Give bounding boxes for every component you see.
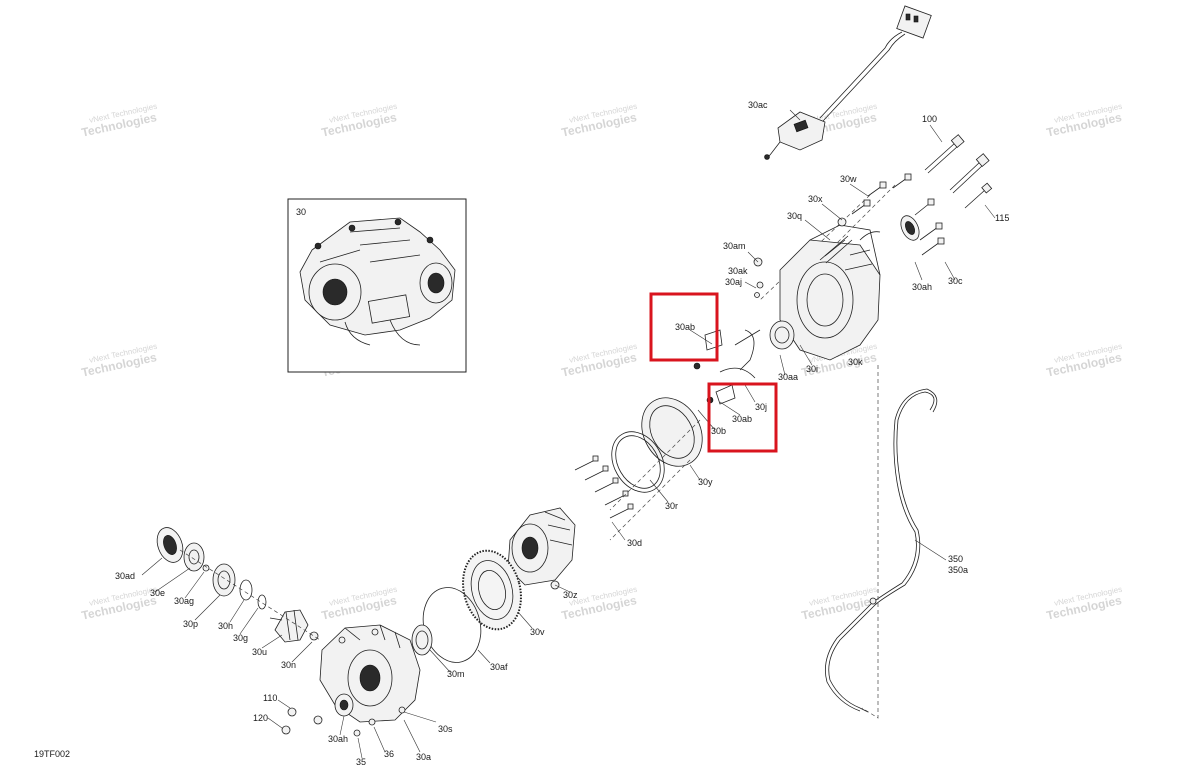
label-30p: 30p (183, 619, 198, 629)
label-30i: 30i (806, 364, 818, 374)
label-30r: 30r (665, 501, 678, 511)
label-30am: 30am (723, 241, 746, 251)
label-30m: 30m (447, 669, 465, 679)
bolts-top-right (759, 134, 993, 301)
leader-lines (141, 109, 996, 759)
label-30af: 30af (490, 662, 508, 672)
watermark: vNext Technologies Technologies (1045, 102, 1123, 140)
label-30u: 30u (252, 647, 267, 657)
label-30a: 30a (416, 752, 431, 762)
reference-line (861, 365, 879, 719)
highlight-boxes (649, 292, 778, 453)
watermark: vNext Technologies Technologies (80, 342, 158, 380)
label-30d: 30d (627, 538, 642, 548)
watermarks: vNext Technologies Technologies vNext Te… (80, 102, 1123, 623)
highlight-box-30ab-upper (649, 292, 719, 362)
label-30q: 30q (787, 211, 802, 221)
label-30n: 30n (281, 660, 296, 670)
watermark: vNext Technologies Technologies (320, 585, 398, 623)
wiring-harness (824, 388, 938, 713)
watermark: vNext Technologies Technologies (800, 585, 878, 623)
label-30g: 30g (233, 633, 248, 643)
highlight-box-30ab-lower (707, 382, 778, 453)
watermark: vNext Technologies Technologies (560, 102, 638, 140)
watermark: vNext Technologies Technologies (1045, 342, 1123, 380)
label-30b: 30b (711, 426, 726, 436)
inset-label: 30 (296, 207, 306, 217)
diagram-code: 19TF002 (34, 749, 70, 759)
label-30ac: 30ac (748, 100, 768, 110)
label-30h: 30h (218, 621, 233, 631)
label-350: 350 (948, 554, 963, 564)
label-30k: 30k (848, 357, 863, 367)
watermark: vNext Technologies Technologies (80, 585, 158, 623)
label-30ah-bottom: 30ah (328, 734, 348, 744)
differential-case (507, 507, 576, 590)
label-30j: 30j (755, 402, 767, 412)
label-30v: 30v (530, 627, 545, 637)
label-350a: 350a (948, 565, 968, 575)
label-30aj: 30aj (725, 277, 742, 287)
assembled-differential-icon (299, 217, 456, 346)
label-30ad: 30ad (115, 571, 135, 581)
inset-assembly-view: 30 (287, 198, 467, 373)
ring-gear (462, 549, 522, 631)
watermark: vNext Technologies Technologies (560, 342, 638, 380)
label-30w: 30w (840, 174, 857, 184)
label-30ak: 30ak (728, 266, 748, 276)
label-115: 115 (995, 213, 1009, 223)
label-120: 120 (253, 713, 268, 723)
part-labels: 30ac 100 30w 30x 30q 115 30am 30ak 30aj … (34, 100, 1009, 767)
sensor-30ac (764, 5, 932, 160)
label-30s: 30s (438, 724, 453, 734)
cover-housing (734, 215, 920, 371)
label-30ab-upper: 30ab (675, 322, 695, 332)
label-30aa: 30aa (778, 372, 798, 382)
middle-parts (574, 329, 756, 541)
front-housing (281, 624, 421, 737)
pinion-and-bearings (156, 527, 321, 643)
label-30z: 30z (563, 590, 578, 600)
bearing-30m (411, 624, 433, 656)
label-36: 36 (384, 749, 394, 759)
label-30c: 30c (948, 276, 963, 286)
label-35: 35 (356, 757, 366, 767)
label-110: 110 (263, 693, 277, 703)
watermark: vNext Technologies Technologies (1045, 585, 1123, 623)
label-30y: 30y (698, 477, 713, 487)
label-100: 100 (922, 114, 937, 124)
watermark: vNext Technologies Technologies (320, 102, 398, 140)
label-30ah-top: 30ah (912, 282, 932, 292)
watermark: vNext Technologies Technologies (80, 102, 158, 140)
label-30ab-lower: 30ab (732, 414, 752, 424)
label-30e: 30e (150, 588, 165, 598)
label-30ag: 30ag (174, 596, 194, 606)
label-30x: 30x (808, 194, 823, 204)
